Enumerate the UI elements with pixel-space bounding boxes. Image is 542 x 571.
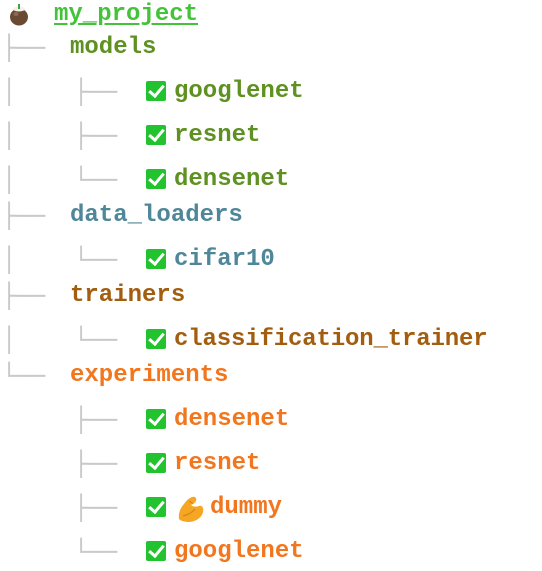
leaf-label[interactable]: classification_trainer: [174, 326, 488, 353]
tree-branch-connector: ├──: [2, 34, 46, 62]
check-box-icon: [146, 81, 166, 101]
leaf-data-loaders-cifar10[interactable]: │ └── cifar10: [0, 245, 542, 275]
leaf-trainers-classification-trainer[interactable]: │ └── classification_trainer: [0, 325, 542, 355]
tree-branch-connector: └──: [74, 538, 118, 566]
check-box-icon: [146, 497, 166, 517]
tree-guide-line: │: [2, 246, 17, 274]
folder-label-models[interactable]: models: [70, 34, 157, 61]
leaf-label[interactable]: googlenet: [174, 78, 304, 105]
check-box-icon: [146, 125, 166, 145]
leaf-models-densenet[interactable]: │ └── densenet: [0, 165, 542, 195]
tree-branch-connector: └──: [74, 166, 118, 194]
leaf-label[interactable]: cifar10: [174, 246, 275, 273]
leaf-label[interactable]: resnet: [174, 122, 261, 149]
folder-data-loaders[interactable]: ├── data_loaders: [0, 201, 542, 231]
leaf-experiments-dummy[interactable]: ├── dummy: [0, 493, 542, 523]
folder-label-data-loaders[interactable]: data_loaders: [70, 202, 243, 229]
check-box-icon: [146, 453, 166, 473]
tree-branch-connector: ├──: [74, 78, 118, 106]
leaf-label[interactable]: dummy: [210, 494, 283, 521]
tree-branch-connector: ├──: [2, 282, 46, 310]
check-box-icon: [146, 169, 166, 189]
tree-branch-connector: ├──: [74, 450, 118, 478]
tree-guide-line: │: [2, 166, 17, 194]
tree-branch-connector: └──: [74, 246, 118, 274]
tree-branch-connector: └──: [2, 362, 46, 390]
leaf-experiments-googlenet[interactable]: └── googlenet: [0, 537, 542, 567]
leaf-models-resnet[interactable]: │ ├── resnet: [0, 121, 542, 151]
tree-guide-line: │: [2, 326, 17, 354]
check-box-icon: [146, 249, 166, 269]
leaf-models-googlenet[interactable]: │ ├── googlenet: [0, 77, 542, 107]
leaf-label[interactable]: resnet: [174, 450, 261, 477]
tree-branch-connector: ├──: [74, 122, 118, 150]
folder-models[interactable]: ├── models: [0, 33, 542, 63]
folder-label-experiments[interactable]: experiments: [70, 362, 229, 389]
leaf-label[interactable]: googlenet: [174, 538, 304, 565]
flexed-biceps-icon: [178, 496, 204, 522]
check-box-icon: [146, 541, 166, 561]
leaf-experiments-resnet[interactable]: ├── resnet: [0, 449, 542, 479]
leaf-label[interactable]: densenet: [174, 406, 290, 433]
check-box-icon: [146, 409, 166, 429]
check-box-icon: [146, 329, 166, 349]
tree-root[interactable]: my_project: [0, 0, 542, 30]
tree-branch-connector: ├──: [74, 406, 118, 434]
root-label[interactable]: my_project: [54, 1, 199, 28]
leaf-label[interactable]: densenet: [174, 166, 290, 193]
tree-branch-connector: ├──: [74, 494, 118, 522]
leaf-experiments-densenet[interactable]: ├── densenet: [0, 405, 542, 435]
tree-guide-line: │: [2, 122, 17, 150]
coconut-icon: [10, 4, 28, 26]
tree-branch-connector: ├──: [2, 202, 46, 230]
tree-guide-line: │: [2, 78, 17, 106]
folder-trainers[interactable]: ├── trainers: [0, 281, 542, 311]
tree-branch-connector: └──: [74, 326, 118, 354]
folder-experiments[interactable]: └── experiments: [0, 361, 542, 391]
folder-label-trainers[interactable]: trainers: [70, 282, 186, 309]
